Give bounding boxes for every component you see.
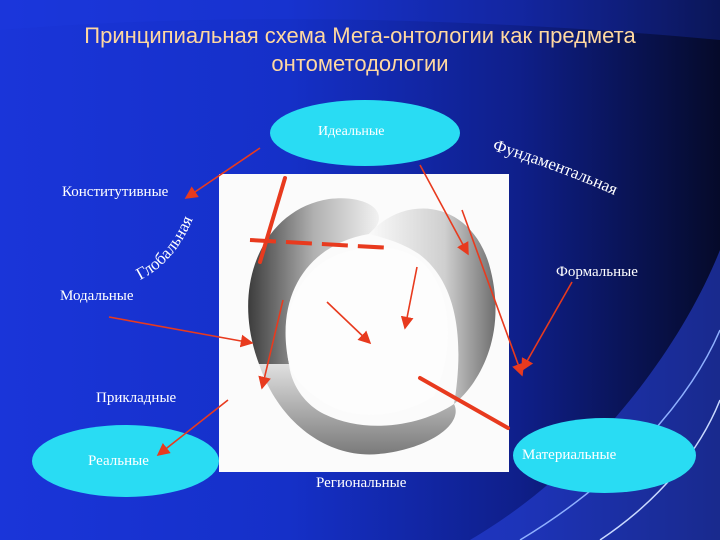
mobius-band-image <box>219 174 509 472</box>
label-applied: Прикладные <box>96 390 177 406</box>
node-ideal-label: Идеальные <box>318 124 385 139</box>
title-line-2: онтометодологии <box>271 51 449 76</box>
node-real-label: Реальные <box>88 453 149 469</box>
slide-title: Принципиальная схема Мега-онтологии как … <box>20 22 700 78</box>
node-material-ellipse <box>513 418 696 493</box>
mobius-band-drawing <box>248 198 496 455</box>
label-regional: Региональные <box>316 475 407 491</box>
node-material-label: Материальные <box>522 447 617 463</box>
label-modal: Модальные <box>60 288 134 304</box>
title-line-1: Принципиальная схема Мега-онтологии как … <box>84 23 636 48</box>
node-ideal-ellipse <box>270 100 460 166</box>
label-formal: Формальные <box>556 264 638 280</box>
label-constitutive: Конститутивные <box>62 184 169 200</box>
